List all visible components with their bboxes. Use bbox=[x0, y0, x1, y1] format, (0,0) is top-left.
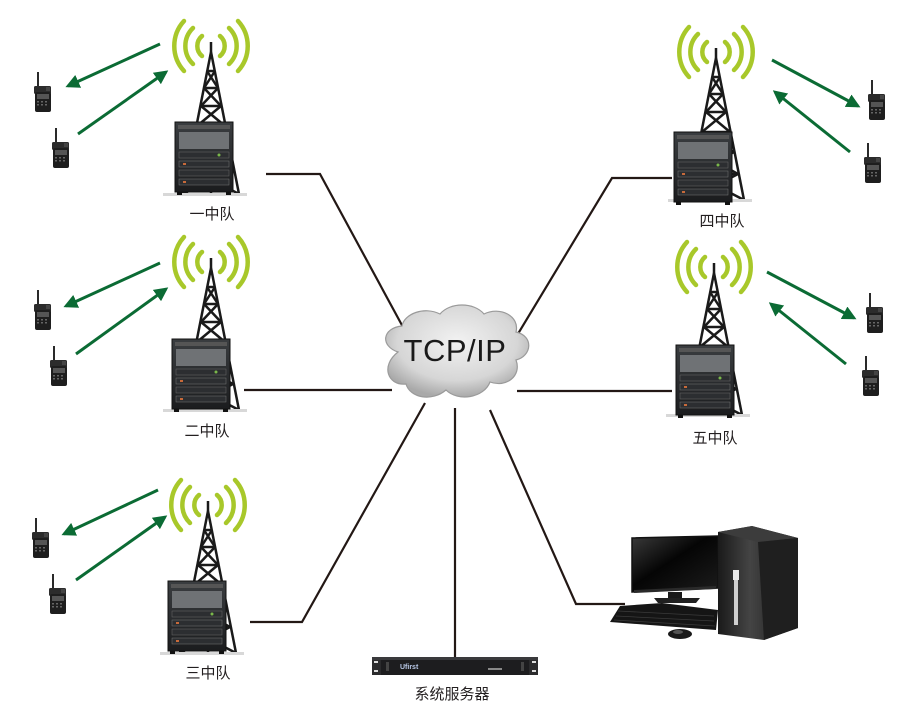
uplink-arrow bbox=[75, 287, 169, 356]
network-links bbox=[244, 172, 672, 660]
station-label: 三中队 bbox=[185, 664, 231, 682]
server-rack-icon bbox=[174, 121, 234, 196]
rack-server-icon: Ufirst bbox=[372, 657, 538, 675]
station-1 bbox=[34, 21, 248, 196]
station-2 bbox=[34, 237, 248, 412]
downlink-arrow bbox=[766, 270, 857, 320]
downlink-arrow bbox=[65, 42, 161, 88]
station-label: 二中队 bbox=[184, 422, 230, 440]
walkie-talkie-icon bbox=[34, 290, 51, 330]
server-brand: Ufirst bbox=[400, 664, 419, 671]
station-label: 四中队 bbox=[699, 212, 745, 230]
tcpip-cloud bbox=[385, 304, 530, 398]
system-server: Ufirst bbox=[372, 657, 538, 675]
downlink-arrow bbox=[61, 488, 159, 536]
link-station-3 bbox=[250, 402, 426, 624]
station-label: 五中队 bbox=[692, 429, 738, 447]
walkie-talkie-icon bbox=[866, 293, 883, 333]
link-workstation bbox=[488, 409, 625, 606]
station-3 bbox=[32, 480, 245, 655]
station-5 bbox=[666, 242, 883, 418]
server-rack-icon bbox=[171, 338, 231, 413]
network-label: TCP/IP bbox=[403, 333, 507, 368]
walkie-talkie-icon bbox=[32, 518, 49, 558]
uplink-arrow bbox=[772, 90, 851, 154]
downlink-arrow bbox=[63, 261, 161, 308]
walkie-talkie-icon bbox=[52, 128, 69, 168]
server-rack-icon bbox=[167, 580, 227, 655]
desktop-computer-icon bbox=[610, 526, 798, 640]
station-label: 一中队 bbox=[189, 205, 235, 223]
walkie-talkie-icon bbox=[49, 574, 66, 614]
walkie-talkie-icon bbox=[50, 346, 67, 386]
walkie-talkie-icon bbox=[864, 143, 881, 183]
workstation bbox=[610, 526, 798, 640]
link-station-1 bbox=[266, 172, 411, 341]
link-station-4 bbox=[506, 176, 672, 353]
server-rack-icon bbox=[675, 344, 735, 419]
station-4 bbox=[668, 27, 885, 206]
server-label: 系统服务器 bbox=[414, 685, 490, 703]
cloud-icon bbox=[385, 304, 530, 398]
uplink-arrow bbox=[75, 515, 168, 582]
downlink-arrow bbox=[771, 58, 861, 108]
walkie-talkie-icon bbox=[34, 72, 51, 112]
uplink-arrow bbox=[77, 70, 169, 136]
server-rack-icon bbox=[673, 131, 733, 206]
walkie-talkie-icon bbox=[868, 80, 885, 120]
uplink-arrow bbox=[768, 302, 847, 366]
walkie-talkie-icon bbox=[862, 356, 879, 396]
